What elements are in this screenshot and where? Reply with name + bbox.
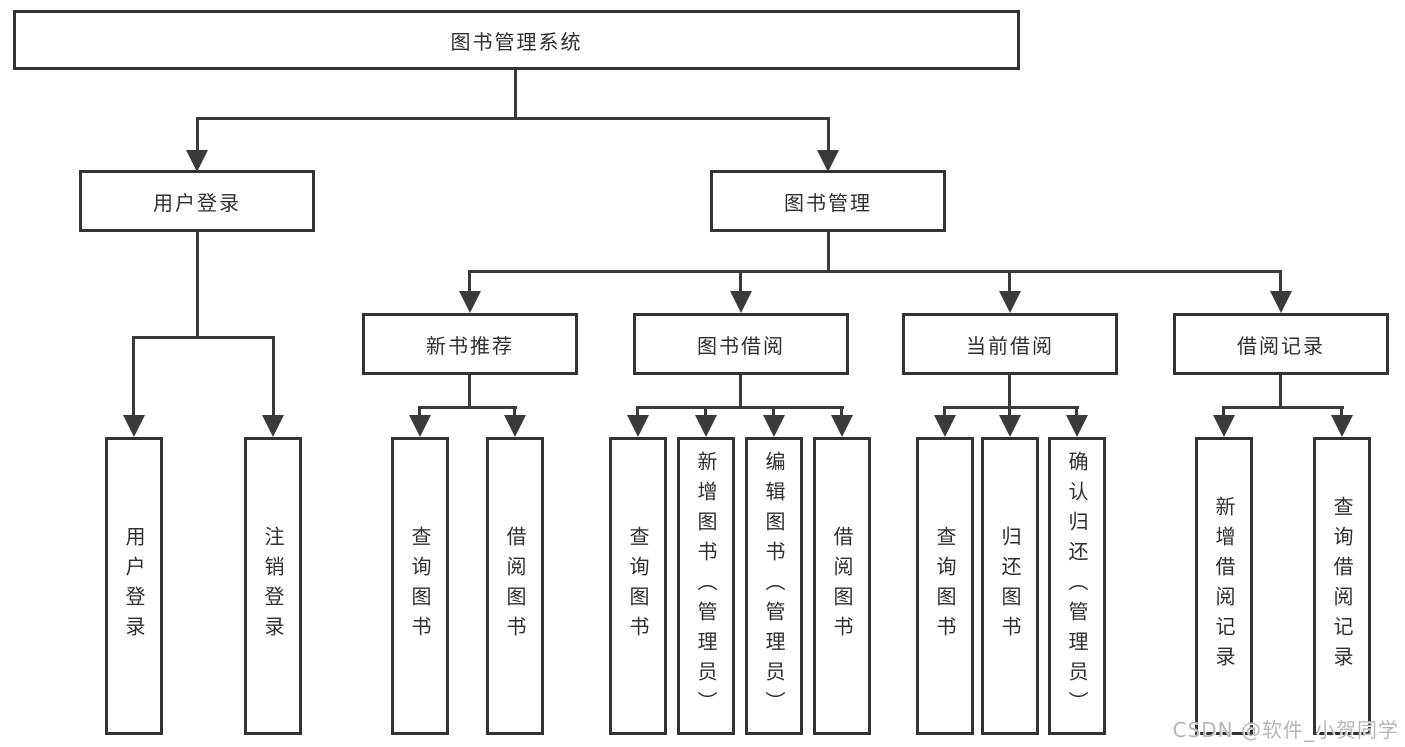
node-borrowing-records: 借阅记录 [1173,313,1389,375]
connector-line [1279,270,1282,293]
node-library-management-system: 图书管理系统 [13,10,1020,70]
connector-line [132,336,135,417]
connector-line [418,406,421,417]
arrow-down-icon [627,415,649,437]
arrow-down-icon [817,150,839,172]
arrow-down-icon [1270,291,1292,313]
connector-line [943,406,946,417]
arrow-down-icon [695,415,717,437]
connector-line [1279,375,1282,408]
node-label: 借阅记录 [1237,333,1325,358]
arrow-down-icon [186,150,208,172]
leaf-confirm-return-admin: 确认归还（管理员） [1048,437,1106,735]
connector-line [739,375,742,408]
arrow-down-icon [1066,415,1088,437]
leaf-add-borrow-record: 新增借阅记录 [1195,437,1253,735]
leaf-query-books-borrow: 查询图书 [609,437,667,735]
connector-line [1008,375,1011,408]
arrow-down-icon [934,415,956,437]
connector-line [636,406,844,409]
leaf-query-books-current: 查询图书 [916,437,974,735]
arrow-down-icon [1331,415,1353,437]
leaf-label: 确认归还（管理员） [1065,451,1089,721]
leaf-return-book: 归还图书 [981,437,1039,735]
arrow-down-icon [262,415,284,437]
arrow-down-icon [459,291,481,313]
connector-line [1222,406,1225,417]
leaf-label: 注销登录 [261,526,285,646]
leaf-add-book-admin: 新增图书（管理员） [677,437,735,735]
connector-line [132,336,275,339]
connector-line [514,70,517,120]
leaf-label: 借阅图书 [503,526,527,646]
node-label: 图书借阅 [697,333,785,358]
leaf-label: 查询借阅记录 [1330,496,1354,676]
node-label: 新书推荐 [426,333,514,358]
leaf-query-borrow-record: 查询借阅记录 [1313,437,1371,735]
node-book-management: 图书管理 [710,170,946,232]
connector-line [513,406,516,417]
arrow-down-icon [504,415,526,437]
node-book-borrowing: 图书借阅 [633,313,849,375]
arrow-down-icon [831,415,853,437]
connector-line [704,406,707,417]
connector-line [272,336,275,417]
node-current-borrowing: 当前借阅 [902,313,1118,375]
leaf-logout: 注销登录 [244,437,302,735]
connector-line [1340,406,1343,417]
arrow-down-icon [763,415,785,437]
connector-line [739,270,742,293]
connector-line [1008,270,1011,293]
connector-line [418,406,517,409]
connector-line [1008,406,1011,417]
connector-line [196,232,199,339]
leaf-borrow-books-recommend: 借阅图书 [486,437,544,735]
connector-line [468,270,471,293]
leaf-label: 新增借阅记录 [1212,496,1236,676]
arrow-down-icon [409,415,431,437]
leaf-user-login: 用户登录 [105,437,163,735]
node-new-book-recommendation: 新书推荐 [362,313,578,375]
leaf-label: 归还图书 [998,526,1022,646]
connector-line [196,117,199,152]
connector-line [827,232,830,273]
leaf-edit-book-admin: 编辑图书（管理员） [745,437,803,735]
leaf-borrow-books: 借阅图书 [813,437,871,735]
connector-line [196,117,830,120]
connector-line [636,406,639,417]
csdn-watermark: CSDN @软件_小贺同学 [1172,718,1399,742]
node-label: 图书管理 [784,190,872,215]
arrow-down-icon [1213,415,1235,437]
connector-line [827,117,830,152]
connector-line [468,270,1282,273]
connector-line [468,375,471,408]
leaf-label: 借阅图书 [830,526,854,646]
node-label: 当前借阅 [966,333,1054,358]
connector-line [1075,406,1078,417]
arrow-down-icon [999,415,1021,437]
leaf-label: 新增图书（管理员） [694,451,718,721]
arrow-down-icon [123,415,145,437]
node-label: 图书管理系统 [450,29,583,54]
connector-line [1222,406,1344,409]
connector-line [840,406,843,417]
leaf-label: 查询图书 [408,526,432,646]
connector-line [943,406,1079,409]
node-label: 用户登录 [153,190,241,215]
leaf-label: 用户登录 [122,526,146,646]
leaf-label: 编辑图书（管理员） [762,451,786,721]
leaf-label: 查询图书 [933,526,957,646]
connector-line [772,406,775,417]
leaf-label: 查询图书 [626,526,650,646]
arrow-down-icon [730,291,752,313]
node-user-login: 用户登录 [79,170,315,232]
leaf-query-books-recommend: 查询图书 [391,437,449,735]
arrow-down-icon [999,291,1021,313]
